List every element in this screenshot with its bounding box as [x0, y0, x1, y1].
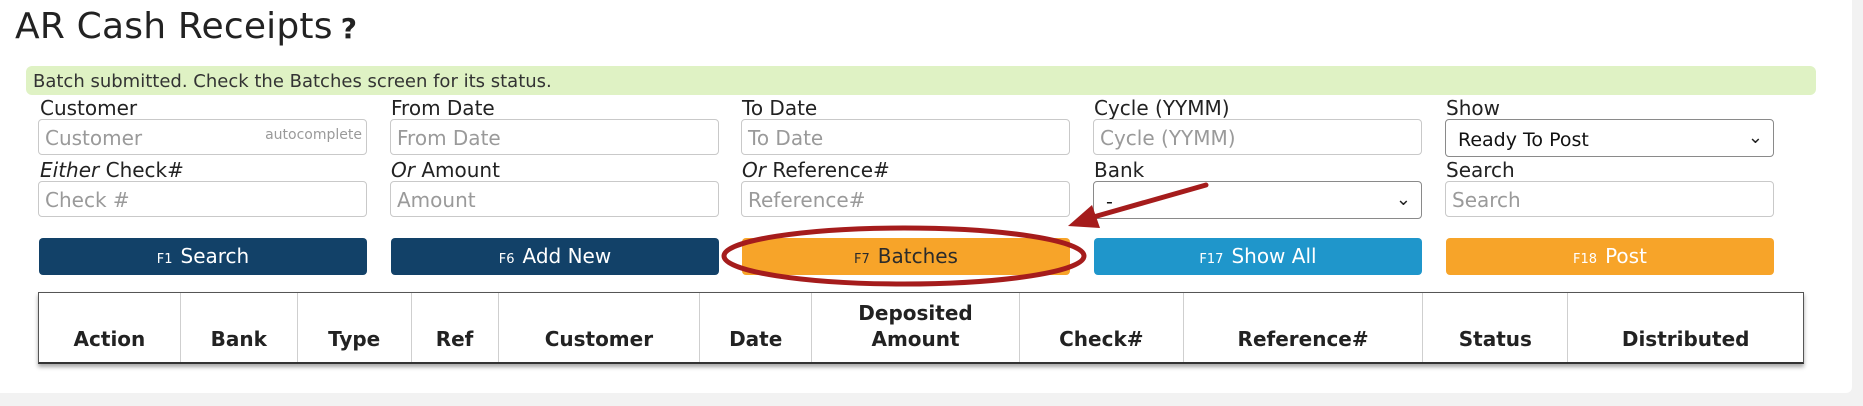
cycle-placeholder: Cycle (YYMM) [1100, 126, 1236, 150]
table-header-cell[interactable]: Reference# [1184, 293, 1424, 362]
search-button-key: F1 [156, 252, 173, 267]
amount-input[interactable]: Amount [390, 181, 719, 217]
status-alert: Batch submitted. Check the Batches scree… [26, 66, 1816, 95]
reference-label: Or Reference# [742, 158, 890, 182]
add-new-button[interactable]: F6 Add New [391, 238, 719, 275]
bank-select[interactable]: -⌄ [1093, 181, 1422, 219]
show-all-button-key: F17 [1199, 252, 1224, 267]
post-button[interactable]: F18 Post [1446, 238, 1774, 275]
add-new-button-label: Add New [522, 244, 612, 268]
cycle-input[interactable]: Cycle (YYMM) [1093, 119, 1422, 155]
help-icon[interactable]: ? [340, 12, 358, 45]
batches-button-key: F7 [854, 252, 870, 267]
chevron-down-icon: ⌄ [1747, 127, 1763, 148]
table-header-cell[interactable]: Ref [412, 293, 499, 362]
post-button-label: Post [1605, 244, 1647, 268]
amount-label: Or Amount [391, 158, 500, 182]
table-header-cell[interactable]: Bank [181, 293, 298, 362]
chevron-down-icon: ⌄ [1395, 189, 1411, 210]
show-select[interactable]: Ready To Post ⌄ [1445, 119, 1774, 157]
table-header-cell[interactable]: Status [1423, 293, 1569, 362]
amount-label-text: Amount [414, 158, 500, 182]
check-input[interactable]: Check # [38, 181, 367, 217]
check-label-text: Check# [99, 158, 184, 182]
customer-input[interactable]: Customer autocomplete [38, 119, 367, 155]
reference-input[interactable]: Reference# [741, 181, 1070, 217]
add-new-button-key: F6 [498, 252, 515, 267]
receipts-table: Action Bank Type Ref Customer Date Depos… [38, 292, 1804, 364]
from-date-label: From Date [391, 96, 495, 120]
bank-label: Bank [1094, 158, 1145, 182]
cycle-label: Cycle (YYMM) [1094, 96, 1230, 120]
show-select-value: Ready To Post [1458, 129, 1589, 151]
reference-label-prefix: Or [742, 158, 766, 182]
check-label-prefix: Either [40, 158, 100, 182]
table-header-cell[interactable]: Action [39, 293, 181, 362]
search-placeholder: Search [1452, 188, 1521, 212]
from-date-input[interactable]: From Date [390, 119, 719, 155]
customer-placeholder: Customer [45, 126, 143, 150]
batches-button[interactable]: F7 Batches [742, 238, 1070, 275]
alert-message: Batch submitted. Check the Batches scree… [33, 71, 552, 92]
bank-select-value: - [1106, 191, 1113, 213]
reference-placeholder: Reference# [748, 188, 866, 212]
show-label: Show [1446, 96, 1500, 120]
customer-label: Customer [40, 96, 138, 120]
reference-label-text: Reference# [765, 158, 890, 182]
amount-placeholder: Amount [397, 188, 476, 212]
show-all-button[interactable]: F17 Show All [1094, 238, 1422, 275]
search-input[interactable]: Search [1445, 181, 1774, 217]
table-header-cell[interactable]: Deposited Amount [812, 293, 1020, 362]
search-button-label: Search [180, 244, 250, 268]
to-date-label: To Date [742, 96, 818, 120]
to-date-input[interactable]: To Date [741, 119, 1070, 155]
table-header-cell[interactable]: Check# [1020, 293, 1184, 362]
post-button-key: F18 [1573, 252, 1598, 267]
search-button[interactable]: F1 Search [39, 238, 367, 275]
amount-label-prefix: Or [391, 158, 415, 182]
batches-button-label: Batches [877, 244, 958, 268]
page-title-text: AR Cash Receipts [15, 6, 333, 47]
table-header-cell[interactable]: Distributed [1621, 327, 1750, 351]
search-label: Search [1446, 158, 1515, 182]
page-title: AR Cash Receipts? [15, 6, 357, 47]
to-date-placeholder: To Date [748, 126, 824, 150]
check-label: Either Check# [40, 158, 184, 182]
table-header-cell[interactable]: Customer [499, 293, 701, 362]
table-header-cell[interactable]: Type [298, 293, 412, 362]
table-header-cell[interactable]: Date [700, 293, 813, 362]
show-all-button-label: Show All [1231, 244, 1317, 268]
autocomplete-hint: autocomplete [265, 127, 362, 143]
check-placeholder: Check # [45, 188, 130, 212]
from-date-placeholder: From Date [397, 126, 501, 150]
